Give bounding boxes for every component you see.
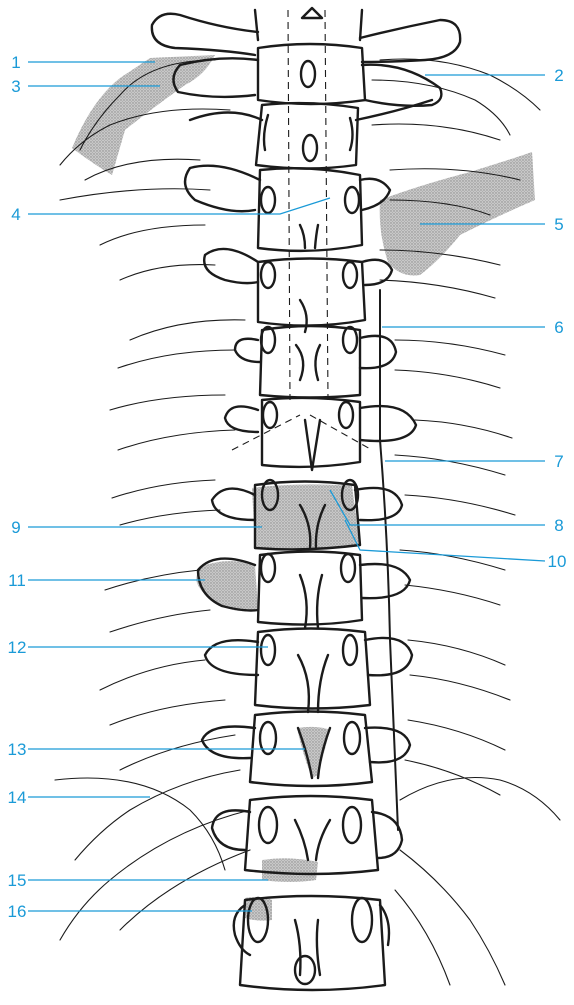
shade-region-13: [297, 727, 330, 778]
rib-left-11: [112, 480, 215, 498]
vertebra-t3: [185, 166, 390, 251]
rib-right-12: [405, 495, 515, 515]
leader-10: [345, 520, 545, 561]
label-13: 13: [8, 740, 27, 759]
dashed-line-left: [288, 10, 290, 400]
leader-4: [28, 198, 330, 214]
vertebra-t5: [235, 326, 396, 398]
rib-right-3: [372, 124, 500, 140]
label-5: 5: [554, 215, 563, 234]
label-2: 2: [554, 66, 563, 85]
rib-right-15: [408, 640, 505, 665]
label-8: 8: [554, 516, 563, 535]
first-rib-left: [152, 14, 258, 55]
first-rib-right: [360, 20, 460, 62]
shade-region-11: [196, 561, 258, 611]
rib-left-5: [100, 225, 205, 245]
rib-left-14: [110, 610, 210, 632]
label-15: 15: [8, 871, 27, 890]
rib-left-15: [100, 660, 205, 690]
lamina-top-right: [360, 10, 362, 40]
label-10: 10: [548, 552, 567, 571]
label-9: 9: [11, 518, 20, 537]
rib-right-16: [410, 675, 510, 700]
rib-left-17: [120, 735, 235, 770]
vertebra-t6: [225, 398, 416, 470]
label-7: 7: [554, 452, 563, 471]
rib-right-7: [380, 280, 495, 298]
rib-left-12: [120, 510, 220, 525]
rib-left-6: [120, 265, 215, 280]
label-6: 6: [554, 318, 563, 337]
label-11: 11: [8, 571, 26, 590]
label-14: 14: [8, 788, 27, 807]
rib-right-17: [408, 720, 505, 750]
label-4: 4: [11, 205, 20, 224]
dashed-line-right: [325, 10, 328, 400]
rib-right-8: [395, 340, 505, 355]
rib-right-21: [395, 890, 450, 985]
upper-structures: [152, 8, 460, 62]
vertebra-t1: [173, 44, 441, 106]
rib-left-20: [60, 810, 250, 940]
rib-right-11: [395, 455, 505, 475]
lamina-top-left: [255, 10, 258, 40]
vertebra-t9: [205, 629, 412, 713]
shade-region-15: [262, 858, 318, 882]
rib-left-16: [110, 700, 225, 725]
rib-right-14: [405, 585, 500, 605]
right-paraspinal-line: [380, 290, 398, 830]
rib-right-9: [395, 370, 500, 388]
spinous-top: [302, 8, 322, 18]
rib-right-10: [415, 420, 512, 438]
rib-left-8: [118, 350, 235, 368]
rib-left-7: [130, 320, 245, 340]
dashed-diagonal-left: [232, 415, 300, 450]
label-3: 3: [11, 77, 20, 96]
rib-right-1: [380, 59, 540, 110]
shaded-regions: [72, 55, 535, 921]
label-1: 1: [11, 53, 20, 72]
label-12: 12: [8, 638, 27, 657]
label-16: 16: [8, 902, 27, 921]
rib-left-19: [55, 778, 225, 870]
rib-right-19: [400, 778, 560, 821]
rib-left-21: [120, 850, 250, 930]
rib-left-10: [118, 430, 235, 450]
rib-left-9: [110, 395, 225, 410]
